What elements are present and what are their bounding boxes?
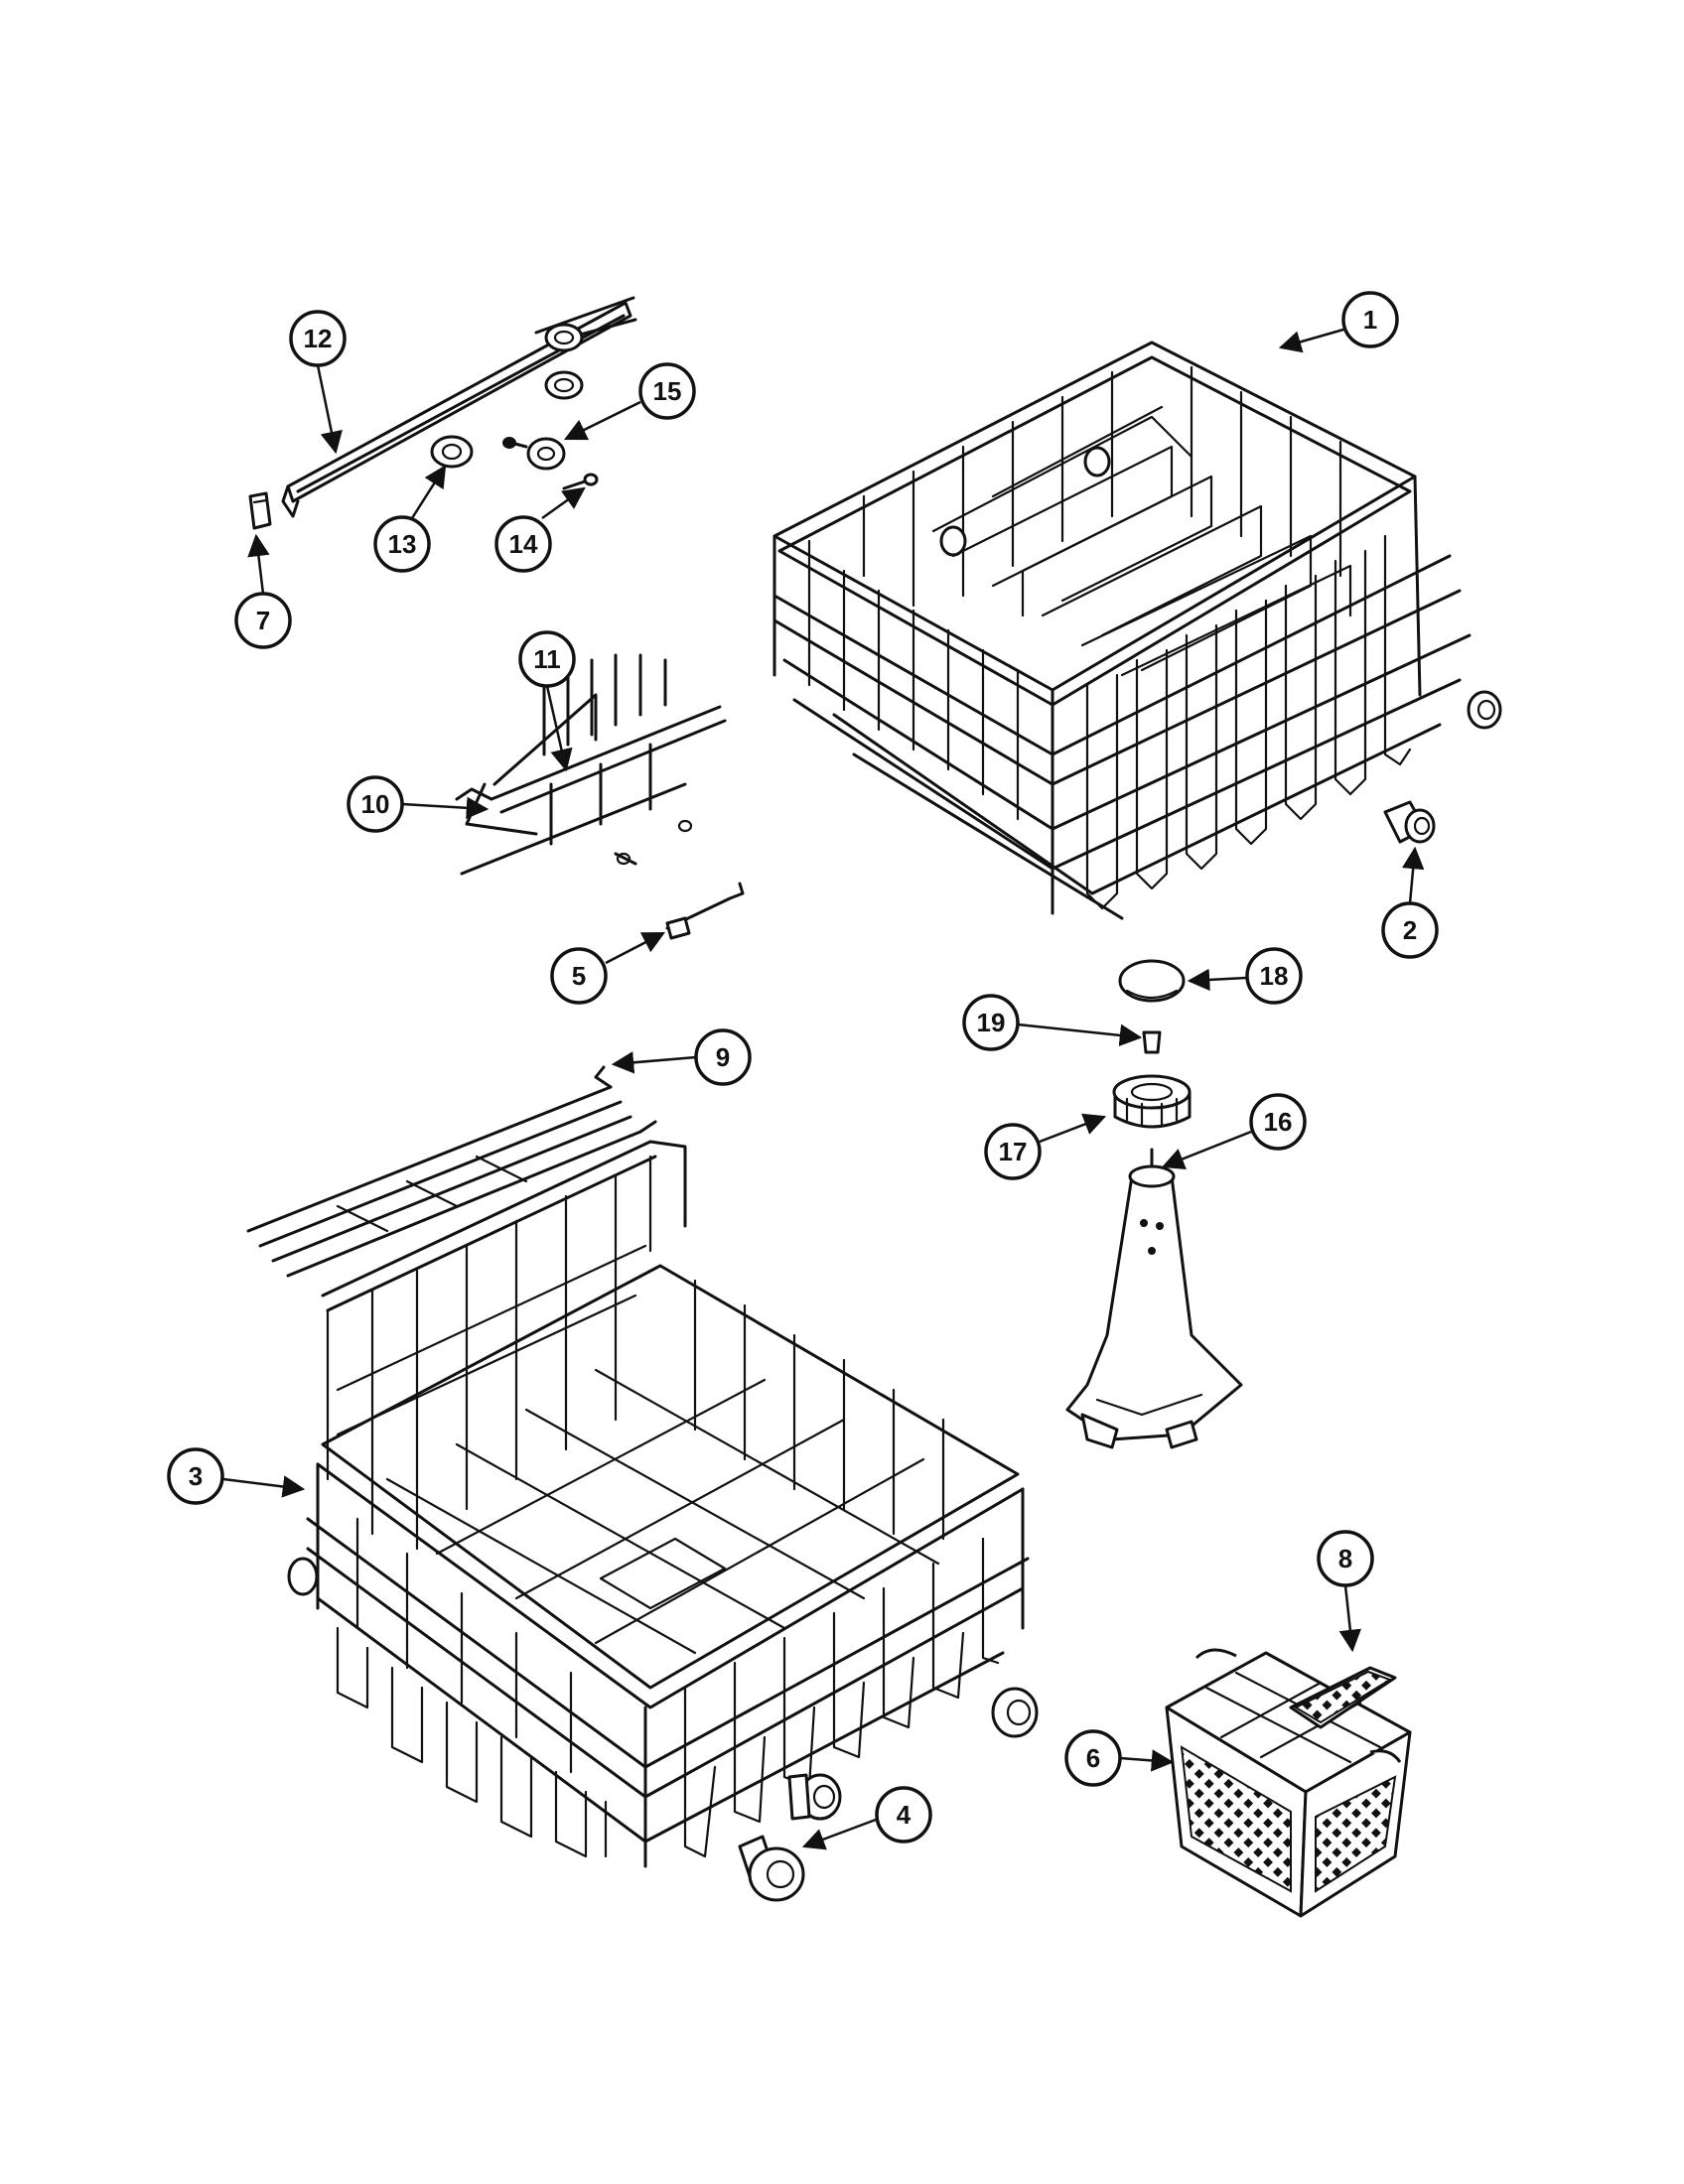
callout-12-label: 12: [304, 324, 333, 353]
callout-9: 9: [694, 1028, 752, 1086]
callout-2: 2: [1381, 901, 1439, 959]
callout-15-label: 15: [653, 376, 682, 406]
spray-tower-cap: [1118, 959, 1186, 1003]
callout-9-label: 9: [716, 1042, 730, 1072]
lower-rack-wheel: [738, 1835, 805, 1902]
callout-2-label: 2: [1403, 915, 1417, 945]
screw: [562, 473, 599, 490]
callout-6-label: 6: [1086, 1743, 1100, 1773]
callout-10: 10: [347, 775, 404, 833]
callout-4-label: 4: [897, 1800, 912, 1830]
rack-roller: [430, 435, 474, 469]
callout-7: 7: [234, 592, 292, 649]
callout-11: 11: [518, 630, 576, 688]
callout-13: 13: [373, 515, 431, 573]
callout-3: 3: [167, 1447, 224, 1505]
fold-down-tine-rack: [455, 653, 727, 876]
callout-4: 4: [875, 1786, 932, 1843]
callout-19: 19: [962, 994, 1020, 1051]
callout-19-label: 19: [977, 1008, 1006, 1037]
roller-with-axle: [502, 437, 566, 471]
spray-tower: [1065, 1148, 1243, 1449]
rack-wheel: [1383, 800, 1436, 844]
callout-13-label: 13: [388, 529, 417, 559]
callout-12: 12: [289, 310, 347, 367]
callout-16-label: 16: [1264, 1107, 1293, 1137]
track-end-cap: [248, 491, 272, 530]
callout-8-label: 8: [1338, 1544, 1352, 1573]
callout-17-label: 17: [999, 1137, 1028, 1166]
lower-rack-rails: [246, 1065, 657, 1278]
leader-lines: [222, 328, 1425, 1850]
callout-7-label: 7: [256, 606, 270, 635]
callout-11-label: 11: [533, 644, 561, 674]
callout-8: 8: [1317, 1530, 1374, 1587]
basket-lid: [1289, 1666, 1397, 1729]
callout-17: 17: [984, 1123, 1042, 1180]
callout-15: 15: [638, 362, 696, 420]
callout-18-label: 18: [1260, 961, 1289, 991]
spray-tower-pin: [1142, 1030, 1162, 1054]
silverware-basket: [1165, 1648, 1412, 1918]
rack-track-rail: [281, 296, 637, 518]
callout-14: 14: [494, 515, 552, 573]
spray-tower-nut: [1112, 1074, 1192, 1129]
callout-18: 18: [1245, 947, 1303, 1005]
callout-16: 16: [1249, 1093, 1307, 1151]
callout-1: 1: [1341, 291, 1399, 348]
upper-rack: [772, 341, 1502, 920]
callout-10-label: 10: [361, 789, 390, 819]
callout-3-label: 3: [189, 1461, 203, 1491]
callout-14-label: 14: [509, 529, 538, 559]
callout-5-label: 5: [572, 961, 586, 991]
callout-1-label: 1: [1363, 305, 1377, 335]
tine-clip: [665, 882, 745, 940]
lower-rack: [287, 1140, 1039, 1868]
callout-6: 6: [1064, 1729, 1122, 1787]
callout-5: 5: [550, 947, 608, 1005]
